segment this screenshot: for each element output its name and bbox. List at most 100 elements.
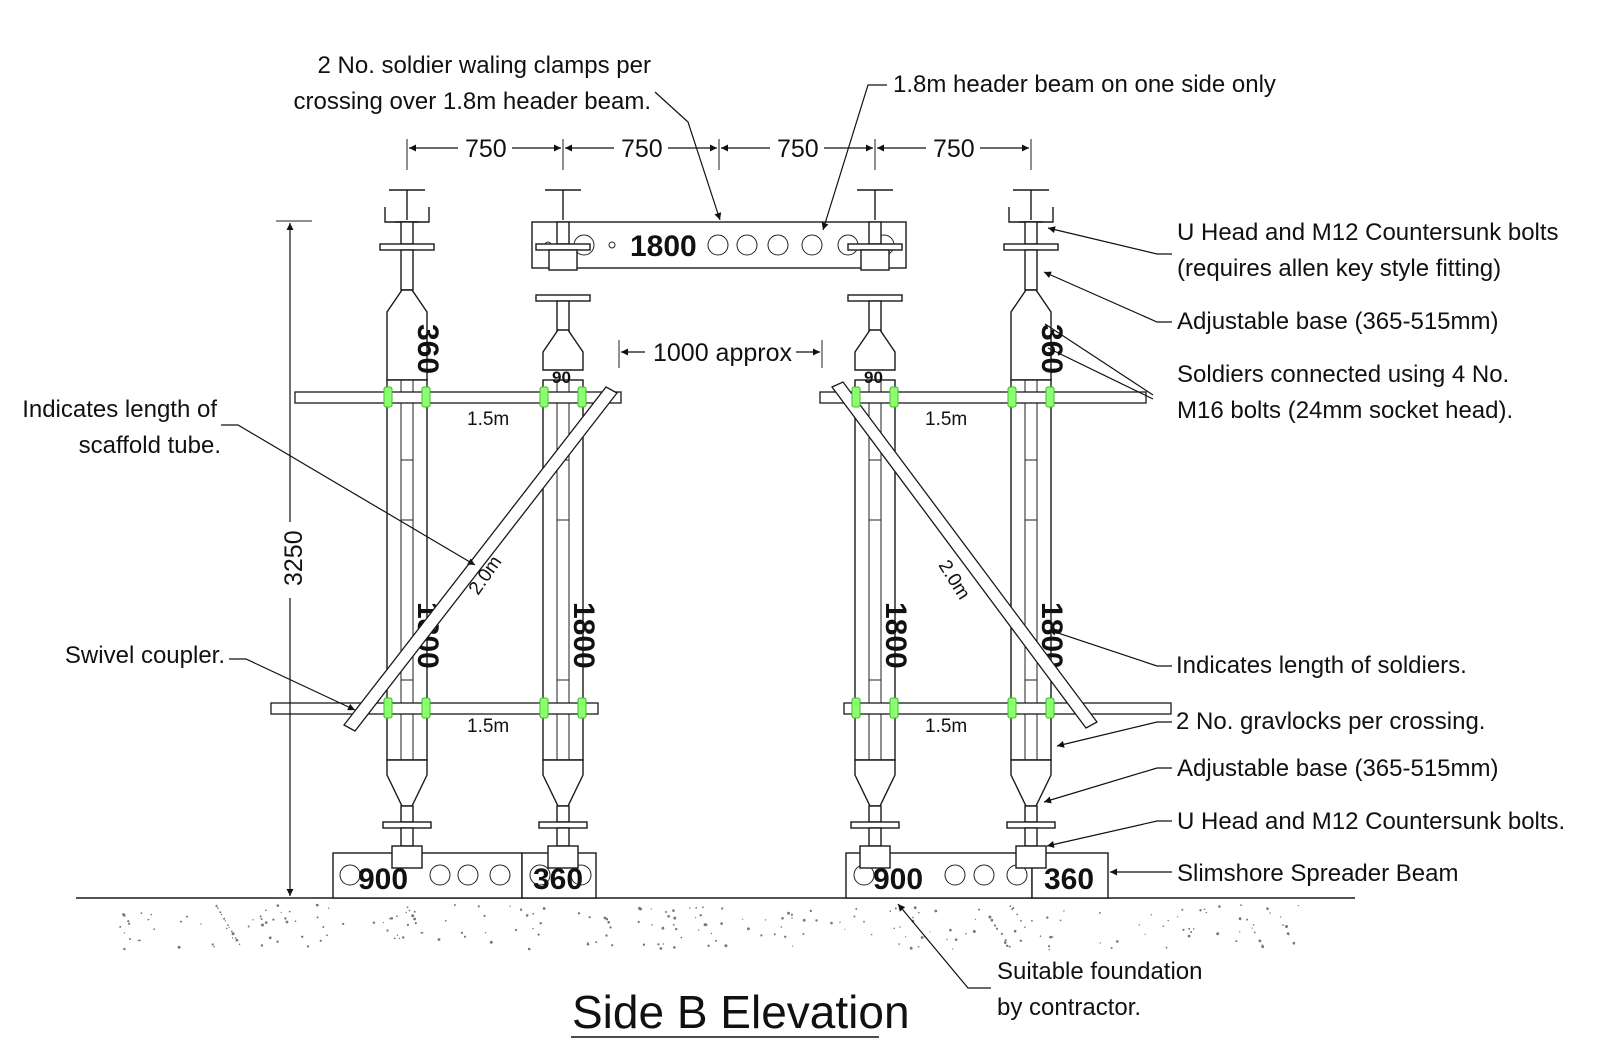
ground-speck [978,908,981,911]
header-bearing-block [548,249,578,271]
bottom-cone [854,759,896,807]
ground-speck [781,917,784,920]
ground-speck [390,917,394,920]
spreader-hole [944,864,966,886]
ground-speck [288,910,291,913]
jack-screw [400,221,414,245]
tube-upper-left [294,391,622,404]
dimension-spacing-2: 750 [621,135,663,163]
note-u-head-top-line1: U Head and M12 Countersunk bolts [1177,219,1559,246]
note-foundation-line2: by contractor. [997,994,1141,1021]
spreader-hole [457,864,479,886]
ground-speck [1012,907,1015,909]
ground-speck [514,928,518,932]
gravlock-clamp [851,386,861,408]
ground-speck [1203,908,1206,911]
base-u-head [1015,845,1047,869]
ground-speck [322,926,325,928]
ground-speck [974,918,977,921]
ground-speck [912,916,914,919]
ground-speck [815,919,818,922]
soldier-length-label: 1800 [879,602,912,669]
ground-speck [1024,926,1026,928]
note-soldiers-connected-line1: Soldiers connected using 4 No. [1177,361,1509,388]
note-soldiers-connected-line2: M16 bolts (24mm socket head). [1177,397,1513,424]
ground-speck [1031,919,1033,922]
ground-speck [1020,919,1022,922]
ground-speck [918,911,920,914]
ground-speck [855,907,858,910]
ground-speck [661,926,665,930]
ground-speck [702,906,704,909]
ground-speck [1063,910,1065,912]
ground-speck [532,912,535,915]
ground-speck [637,920,640,924]
ground-speck [260,944,264,947]
ground-speck [484,932,487,934]
ground-speck [1162,925,1165,927]
base-collar [538,821,588,829]
ground-speck [893,927,895,930]
ground-speck [1098,912,1101,914]
ground-speck [905,936,907,938]
ground-speck [894,907,897,910]
ground-speck [1269,912,1271,914]
ground-speck [284,917,287,920]
ground-speck [830,921,833,925]
ground-speck [724,944,728,948]
gravlock-clamp [889,697,899,719]
ground-speck [477,905,480,908]
ground-speck [1258,939,1262,943]
ground-speck [605,917,609,921]
ground [76,897,1355,951]
ground-speck [1049,935,1052,939]
ground-speck [1046,916,1049,919]
ground-speck [1177,916,1179,918]
ground-speck [231,932,235,936]
ground-speck [539,922,542,925]
ground-speck [909,946,913,950]
ground-speck [411,914,415,918]
ground-speck [230,930,233,933]
gravlock-clamp [577,386,587,408]
jack-collar [1003,243,1059,251]
ground-speck [406,923,409,927]
ground-speck [863,920,865,923]
ground-speck [607,921,610,924]
ground-speck [405,911,407,914]
ground-speck [710,932,713,935]
gravlock-clamp [539,697,549,719]
ground-speck [1218,905,1221,908]
spreader-holes [339,864,1028,886]
tube-upper-right [819,391,1147,404]
ground-speck [422,932,424,934]
gravlock-clamp [421,386,431,408]
ground-speck [988,915,992,919]
base-collar [382,821,432,829]
note-u-head-top-line2: (requires allen key style fitting) [1177,255,1501,282]
base-u-head [547,845,579,869]
ground-speck [420,931,423,934]
jack-screw [1024,221,1038,245]
note-scaffold-tube-line1: Indicates length of [22,396,217,423]
ground-speck [609,926,612,929]
top-soldier-section [542,329,584,371]
ground-speck [659,947,663,950]
ground-speck [1187,934,1191,938]
ground-speck [265,909,267,912]
ground-speck [264,921,268,924]
ground-speck [213,945,215,948]
ground-speck [611,944,614,947]
leader-swivel-coupler [229,658,356,711]
ground-speck [1051,936,1054,938]
ground-speck [675,927,678,931]
ground-speck [393,937,396,940]
ground-speck [657,943,660,946]
ground-speck [153,928,156,931]
top-soldier-label: 90 [864,368,883,387]
ground-speck [1205,911,1208,914]
ground-speck [1013,929,1017,933]
ground-speck [342,922,345,926]
